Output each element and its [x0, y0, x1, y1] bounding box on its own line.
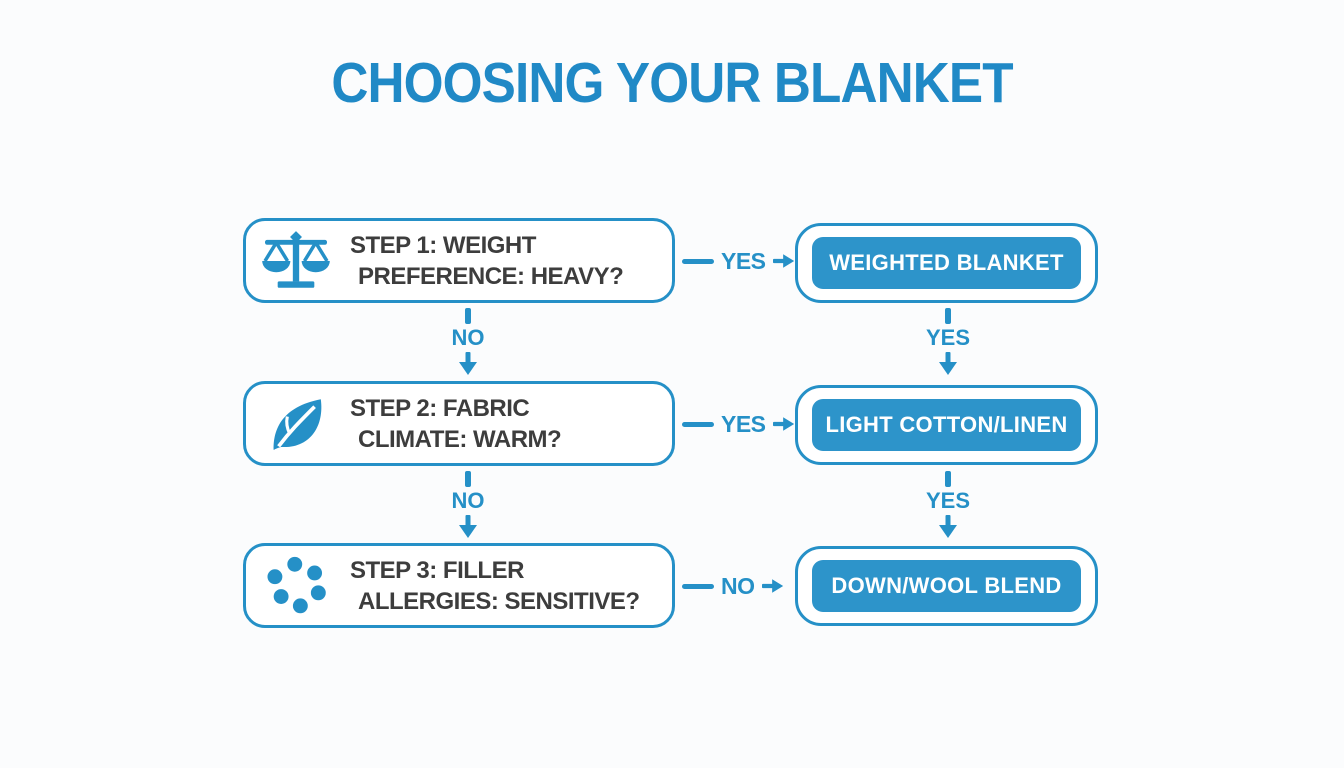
dots-icon: [260, 555, 332, 617]
result-label: WEIGHTED BLANKET: [812, 237, 1081, 289]
branch-label: YES: [721, 410, 766, 437]
step1-question-text: STEP 1: WEIGHT PREFERENCE: HEAVY?: [350, 230, 624, 292]
step2-line1: STEP 2: FABRIC: [350, 394, 530, 422]
result1-yes-connector: YES: [916, 308, 980, 376]
step1-no-connector: NO: [436, 308, 500, 376]
no-label: NO: [451, 488, 485, 513]
result-label: DOWN/WOOL BLEND: [812, 560, 1081, 612]
arrow-down-icon: [939, 515, 957, 538]
page-title: CHOOSING YOUR BLANKET: [331, 51, 1013, 115]
step2-question-box: STEP 2: FABRIC CLIMATE: WARM?: [243, 381, 675, 466]
yes-label: YES: [925, 325, 971, 350]
step1-branch-connector: YES: [682, 247, 794, 275]
result-box-weighted-blanket: WEIGHTED BLANKET: [795, 223, 1098, 303]
result-box-light-cotton-linen: LIGHT COTTON/LINEN: [795, 385, 1098, 465]
connector-line: [945, 471, 951, 487]
arrow-down-icon: [459, 515, 477, 538]
yes-label: YES: [925, 488, 971, 513]
arrow-down-icon: [459, 352, 477, 375]
step3-branch-connector: NO: [682, 572, 794, 600]
connector-line: [465, 471, 471, 487]
step1-line2: PREFERENCE: HEAVY?: [358, 262, 624, 290]
arrow-right-icon: [772, 417, 794, 431]
arrow-right-icon: [761, 579, 783, 593]
branch-label: YES: [721, 247, 766, 274]
connector-line: [682, 583, 714, 589]
result2-yes-connector: YES: [916, 471, 980, 539]
step3-line2: ALLERGIES: SENSITIVE?: [358, 587, 640, 615]
arrow-down-icon: [939, 352, 957, 375]
step1-question-box: STEP 1: WEIGHT PREFERENCE: HEAVY?: [243, 218, 675, 303]
step3-line1: STEP 3: FILLER: [350, 556, 524, 584]
balance-scale-icon: [260, 230, 332, 292]
result-box-down-wool-blend: DOWN/WOOL BLEND: [795, 546, 1098, 626]
step2-no-connector: NO: [436, 471, 500, 539]
step2-question-text: STEP 2: FABRIC CLIMATE: WARM?: [350, 393, 562, 455]
connector-line: [682, 258, 714, 264]
arrow-right-icon: [772, 254, 794, 268]
connector-line: [465, 308, 471, 324]
result-label: LIGHT COTTON/LINEN: [812, 399, 1081, 451]
step2-line2: CLIMATE: WARM?: [358, 425, 562, 453]
step1-line1: STEP 1: WEIGHT: [350, 231, 536, 259]
leaf-icon: [260, 393, 332, 455]
connector-line: [682, 421, 714, 427]
branch-label: NO: [721, 572, 755, 599]
step3-question-text: STEP 3: FILLER ALLERGIES: SENSITIVE?: [350, 555, 640, 617]
step2-branch-connector: YES: [682, 410, 794, 438]
step3-question-box: STEP 3: FILLER ALLERGIES: SENSITIVE?: [243, 543, 675, 628]
connector-line: [945, 308, 951, 324]
no-label: NO: [451, 325, 485, 350]
